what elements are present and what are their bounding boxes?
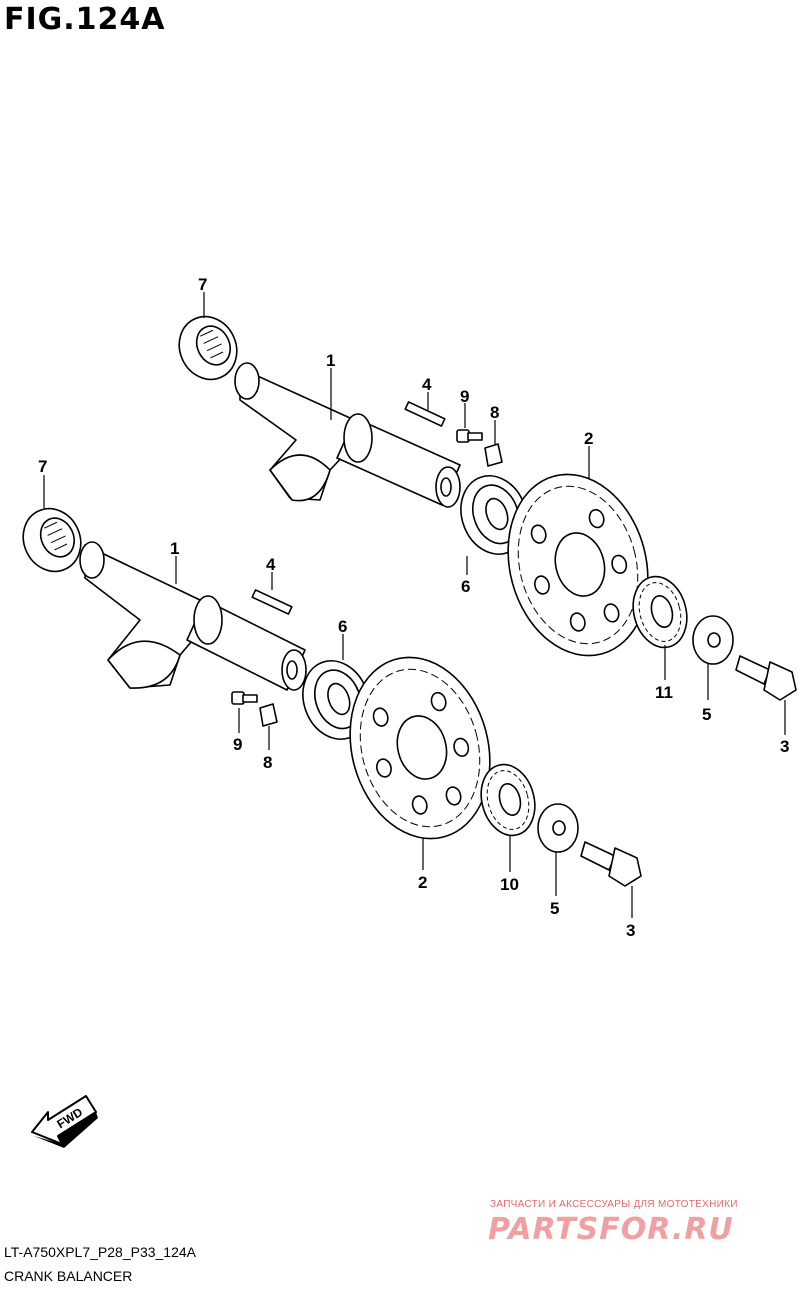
small-bolt-upper: [456, 429, 483, 443]
callout-3-lower: 3: [626, 921, 635, 940]
lock-plate-upper: [484, 443, 503, 467]
key-upper: [404, 401, 446, 427]
callout-2-lower: 2: [418, 873, 427, 892]
balancer-driven-gear-upper: [507, 473, 649, 657]
callout-8-upper: 8: [490, 403, 499, 422]
balancer-drive-gear-10: [480, 763, 536, 837]
callout-9-lower: 9: [233, 735, 242, 754]
leader-lines: [43, 292, 786, 918]
small-bolt-lower: [231, 691, 258, 705]
bolt-upper: [735, 655, 797, 701]
callout-7-lower: 7: [38, 457, 47, 476]
figure-title: FIG.124A: [4, 2, 166, 37]
callout-6-upper: 6: [461, 577, 470, 596]
balancer-driven-gear-lower: [349, 656, 491, 840]
callout-2-upper: 2: [584, 429, 593, 448]
callout-6-lower: 6: [338, 617, 347, 636]
callout-9-upper: 9: [460, 387, 469, 406]
washer-lower: [537, 803, 579, 853]
diagram-name: CRANK BALANCER: [4, 1268, 133, 1284]
balancer-drive-gear-11: [632, 575, 688, 649]
balancer-shaft-lower: [79, 541, 307, 691]
lock-plate-lower: [259, 703, 278, 727]
callout-11: 11: [655, 683, 673, 702]
needle-bearing-lower: [22, 507, 82, 573]
balancer-shaft-upper: [234, 362, 461, 508]
needle-bearing-upper: [178, 315, 238, 381]
bolt-lower: [580, 841, 642, 887]
callout-4-lower: 4: [266, 555, 276, 574]
callout-1-lower: 1: [170, 539, 179, 558]
fwd-arrow-icon: FWD: [31, 1095, 98, 1148]
callout-5-lower: 5: [550, 899, 559, 918]
key-lower: [251, 589, 293, 615]
diagram-code: LT-A750XPL7_P28_P33_124A: [4, 1244, 197, 1260]
callout-5-upper: 5: [702, 705, 711, 724]
callout-1-upper: 1: [326, 351, 335, 370]
watermark-tagline: ЗАПЧАСТИ И АКСЕССУАРЫ ДЛЯ МОТОТЕХНИКИ: [490, 1199, 738, 1210]
watermark-logo: PARTSFOR.RU: [488, 1212, 734, 1247]
callout-10: 10: [500, 875, 519, 894]
callout-4-upper: 4: [422, 375, 432, 394]
callout-8-lower: 8: [263, 753, 272, 772]
washer-upper: [692, 615, 734, 665]
callout-7-upper: 7: [198, 275, 207, 294]
callout-3-upper: 3: [780, 737, 789, 756]
